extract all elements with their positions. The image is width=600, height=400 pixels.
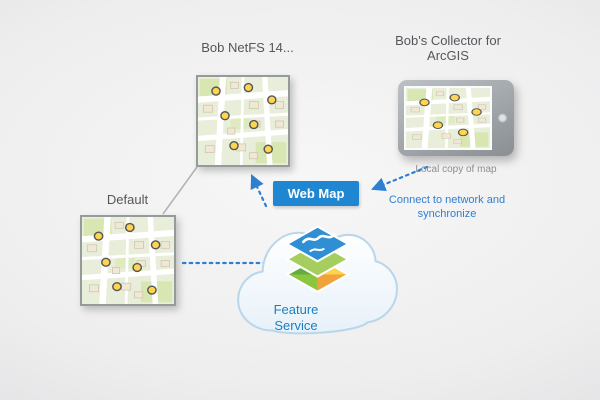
service-cloud [230, 200, 399, 348]
feature-service-layers-icon [284, 225, 351, 293]
default-label: Default [106, 192, 149, 207]
netfs-label: Bob NetFS 14... [201, 40, 294, 55]
default-map-thumbnail [80, 215, 176, 306]
tablet-device-icon [398, 80, 514, 156]
netfs-map-thumbnail [196, 75, 290, 167]
collector-label: Bob's Collector for ArcGIS [395, 33, 501, 64]
local-copy-caption: Local copy of map [415, 164, 497, 175]
sync-annotation: Connect to network and synchronize [388, 194, 506, 221]
tablet-home-button-icon [498, 113, 507, 123]
web-map-node: Web Map [273, 181, 359, 206]
tablet-screen-map [404, 86, 492, 150]
feature-service-label: Feature Service [273, 302, 319, 333]
